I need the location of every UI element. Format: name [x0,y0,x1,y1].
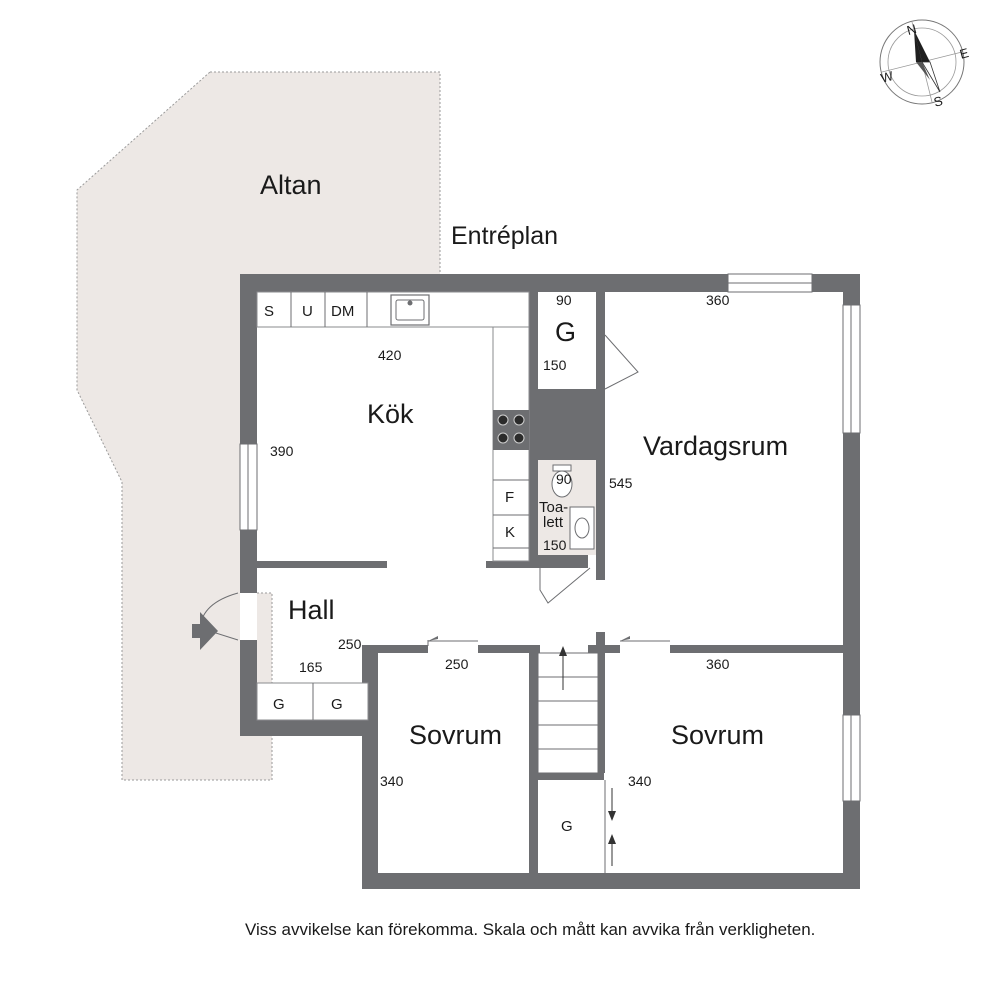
dim-wc-width: 90 [556,471,572,487]
dim-sovrum-right-width: 360 [706,656,730,672]
plan-title: Entréplan [451,222,558,250]
fixture-f: F [505,489,514,506]
entrance-arrow-icon [192,612,218,650]
dim-kok-depth: 390 [270,443,294,459]
room-label-toalett-1: Toa- [539,499,568,516]
toilet-room [538,460,596,555]
fixture-stair-g: G [561,818,573,835]
kitchen-counters [256,291,530,562]
dim-vardagsrum-depth: 545 [609,475,633,491]
compass-w: W [879,68,895,86]
dim-sovrum-right-depth: 340 [628,773,652,789]
toilet-icon [551,470,573,498]
room-label-sovrum-left: Sovrum [409,720,502,750]
compass-e: E [958,45,971,62]
dim-vardagsrum-width: 360 [706,292,730,308]
fixture-hall-g1: G [273,696,285,713]
dim-wc-depth: 150 [543,537,567,553]
dim-g-width: 90 [556,292,572,308]
room-label-vardagsrum: Vardagsrum [643,431,788,461]
disclaimer: Viss avvikelse kan förekomma. Skala och … [245,920,815,939]
fixture-dm: DM [331,303,354,320]
fixture-k: K [505,524,515,541]
windows [239,273,861,802]
room-label-sovrum-right: Sovrum [671,720,764,750]
hall-wardrobes [256,682,369,721]
room-label-garderob: G [555,317,576,347]
fixture-u: U [302,303,313,320]
fixture-s: S [264,303,274,320]
dim-g-depth: 150 [543,357,567,373]
room-label-toalett-2: lett [543,514,564,531]
compass-s: S [932,93,945,110]
compass-n: N [905,21,918,38]
fixture-hall-g2: G [331,696,343,713]
stove-icon [493,410,529,450]
compass-icon [879,19,965,105]
dim-sovrum-left-width: 250 [445,656,469,672]
doors [192,334,670,650]
dim-hall-width: 165 [299,659,323,675]
dim-sovrum-left-depth: 340 [380,773,404,789]
room-label-kok: Kök [367,399,414,429]
room-label-hall: Hall [288,595,335,625]
staircase [537,646,616,873]
dim-kok-width: 420 [378,347,402,363]
dim-hall-depth: 250 [338,636,362,652]
room-label-altan: Altan [260,170,322,200]
